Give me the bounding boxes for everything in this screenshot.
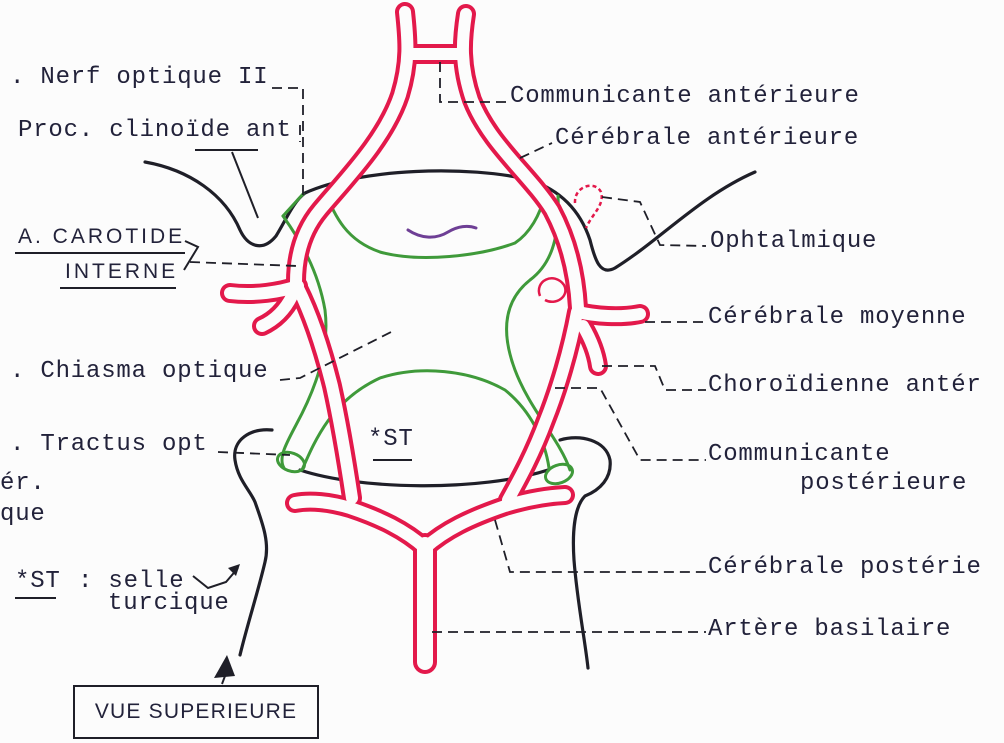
label-middle-cerebral: Cérébrale moyenne: [708, 306, 966, 330]
left-anterior-cerebral-artery: [296, 12, 407, 282]
view-label: VUE SUPERIEURE: [95, 700, 297, 724]
label-anterior-communicating: Communicante antérieure: [510, 85, 860, 109]
label-sella-center: *ST: [368, 428, 414, 452]
arrow-up-right-icon: [193, 564, 240, 588]
label-anterior-choroidal: Choroïdienne antér: [708, 374, 982, 398]
label-cut-line1: ér.: [0, 472, 46, 496]
right-anterior-cerebral-artery: [463, 14, 578, 308]
clinoid-pointer: [232, 152, 258, 218]
leader-carotid: [190, 262, 298, 266]
bone-outlines: [145, 162, 755, 668]
label-anterior-clinoid: Proc. clinoïde ant: [18, 119, 292, 143]
anterior-clinoid-outline: [145, 162, 755, 270]
label-optic-nerve: . Nerf optique II: [10, 66, 268, 90]
label-posterior-cerebral: Cérébrale postérie: [708, 556, 982, 580]
right-middle-cerebral-lumen: [578, 312, 640, 316]
infundibulum-curve: [408, 226, 476, 237]
label-ophthalmic: Ophtalmique: [710, 230, 877, 254]
right-ophthalmic-artery-dashed: [575, 186, 602, 228]
chiasm-upper-contour: [325, 192, 545, 257]
right-clivus-outline: [560, 438, 610, 668]
carotid-bracket: [184, 241, 198, 270]
label-legend-key: *ST: [15, 570, 61, 594]
label-chiasm: . Chiasma optique: [10, 360, 268, 384]
label-cut-line2: que: [0, 503, 46, 527]
leader-posterior-cerebral: [495, 520, 706, 572]
label-basilar: Artère basilaire: [708, 618, 951, 642]
label-legend-text2: turcique: [108, 592, 230, 616]
label-posterior-communicating-line2: postérieure: [800, 472, 967, 496]
leader-posterior-communicating: [555, 388, 706, 460]
left-optic-nerve-edge: [283, 194, 303, 216]
view-label-box: VUE SUPERIEURE: [73, 685, 319, 739]
label-carotid-line2: INTERNE: [65, 261, 178, 283]
label-tract: . Tractus opt: [10, 433, 208, 457]
leader-optic-nerve: [272, 88, 303, 200]
arrow-up-icon: [214, 655, 235, 684]
label-carotid-line1: A. CAROTIDE: [18, 226, 185, 248]
label-anterior-cerebral: Cérébrale antérieure: [555, 127, 859, 151]
leader-anterior-cerebral: [520, 143, 552, 158]
leader-anterior-choroidal: [602, 366, 706, 390]
right-ophthalmic-origin-loop: [539, 278, 566, 302]
left-clivus-outline: [235, 430, 272, 655]
label-posterior-communicating-line1: Communicante: [708, 443, 890, 467]
